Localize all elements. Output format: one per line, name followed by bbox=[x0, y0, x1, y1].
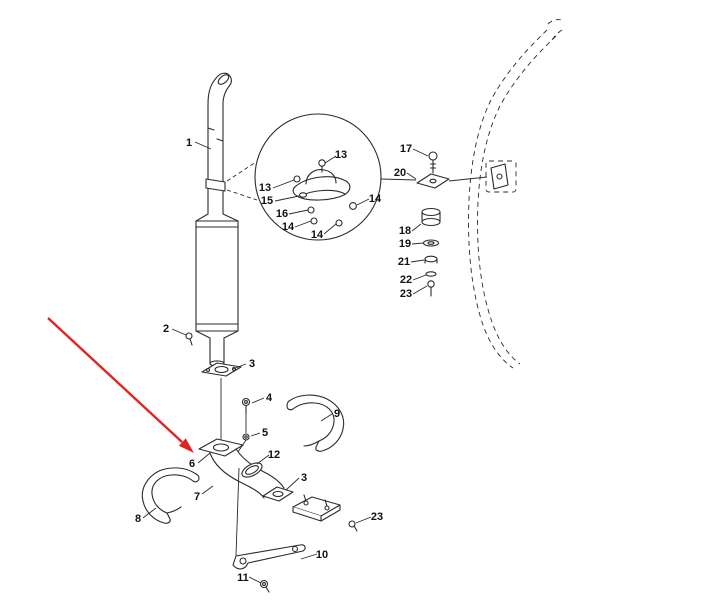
bolt-2 bbox=[185, 332, 193, 346]
clamp-spacer-16 bbox=[307, 206, 315, 214]
callout-17: 17 bbox=[400, 143, 412, 155]
red-annotation-arrow bbox=[47, 317, 194, 453]
callout-22: 22 bbox=[400, 274, 412, 286]
callout-15: 15 bbox=[261, 195, 273, 207]
leader-lines bbox=[142, 141, 429, 584]
callout-18: 18 bbox=[399, 225, 411, 237]
nut-21 bbox=[424, 255, 438, 263]
callout-5: 5 bbox=[262, 427, 268, 439]
callout-1: 1 bbox=[186, 137, 192, 149]
callout-23-right: 23 bbox=[400, 288, 412, 300]
callout-19: 19 bbox=[399, 238, 411, 250]
clamp-detail-circle bbox=[254, 113, 382, 241]
bracket-20 bbox=[416, 173, 450, 189]
clamp-washer-15 bbox=[298, 192, 308, 198]
side-panel-outline bbox=[468, 19, 565, 369]
callout-6: 6 bbox=[189, 458, 195, 470]
callout-20: 20 bbox=[394, 167, 406, 179]
gasket-3-upper bbox=[201, 362, 242, 377]
callout-11: 11 bbox=[237, 572, 249, 584]
bolt-4 bbox=[241, 397, 251, 415]
gasket-3-lower bbox=[262, 486, 294, 502]
clamp-nut-14a bbox=[310, 217, 318, 225]
mount-hardware-stack bbox=[421, 207, 441, 297]
callout-14-bottom: 14 bbox=[311, 229, 324, 241]
callout-2: 2 bbox=[163, 323, 169, 335]
bracket-link-lines bbox=[380, 176, 488, 182]
bracket-10 bbox=[232, 544, 306, 570]
callout-23-lower: 23 bbox=[371, 511, 383, 523]
callout-13-left: 13 bbox=[259, 182, 271, 194]
nut-5 bbox=[242, 433, 250, 441]
pipe-clamp-band bbox=[205, 178, 226, 192]
callout-14-right: 14 bbox=[369, 193, 382, 205]
outlet-flange bbox=[292, 494, 341, 522]
heat-shield-8 bbox=[141, 467, 200, 524]
callout-9: 9 bbox=[334, 408, 340, 420]
clamp-nut-14b bbox=[349, 202, 357, 210]
assembly-axis-lines bbox=[220, 378, 247, 557]
bolt-11 bbox=[259, 579, 270, 593]
callout-12: 12 bbox=[268, 449, 280, 461]
callout-3-lower: 3 bbox=[301, 472, 307, 484]
red-arrow-shaft bbox=[47, 317, 183, 443]
exhaust-elbow-6 bbox=[198, 438, 285, 499]
callout-10: 10 bbox=[316, 549, 328, 561]
callout-21: 21 bbox=[398, 256, 410, 268]
callout-16: 16 bbox=[276, 208, 288, 220]
washer-22 bbox=[425, 271, 437, 277]
washer-19 bbox=[422, 239, 440, 247]
pipe-ring-12 bbox=[241, 462, 263, 478]
detail-projection-lines bbox=[226, 161, 258, 201]
callout-8: 8 bbox=[135, 513, 141, 525]
clamp-nut-14c bbox=[335, 219, 343, 227]
callout-14-mid: 14 bbox=[282, 221, 295, 233]
clamp-nut-13 bbox=[293, 175, 301, 183]
heat-shield-9 bbox=[286, 394, 345, 452]
clamp-bolt bbox=[318, 159, 326, 167]
callout-4: 4 bbox=[266, 392, 273, 404]
callouts: 1 2 3 3 4 5 6 7 8 9 10 11 12 13 13 14 14… bbox=[135, 137, 412, 584]
panel-mount-bracket bbox=[490, 163, 509, 190]
red-arrow-head bbox=[178, 438, 194, 453]
callout-7: 7 bbox=[194, 491, 200, 503]
callout-13-top: 13 bbox=[335, 149, 347, 161]
muffler-assembly bbox=[195, 72, 239, 367]
callout-3-upper: 3 bbox=[249, 358, 255, 370]
bolt-23-lower bbox=[348, 520, 358, 532]
bolt-17 bbox=[428, 151, 438, 174]
bolt-23-right bbox=[427, 280, 435, 288]
rubber-mount-18 bbox=[421, 217, 441, 227]
